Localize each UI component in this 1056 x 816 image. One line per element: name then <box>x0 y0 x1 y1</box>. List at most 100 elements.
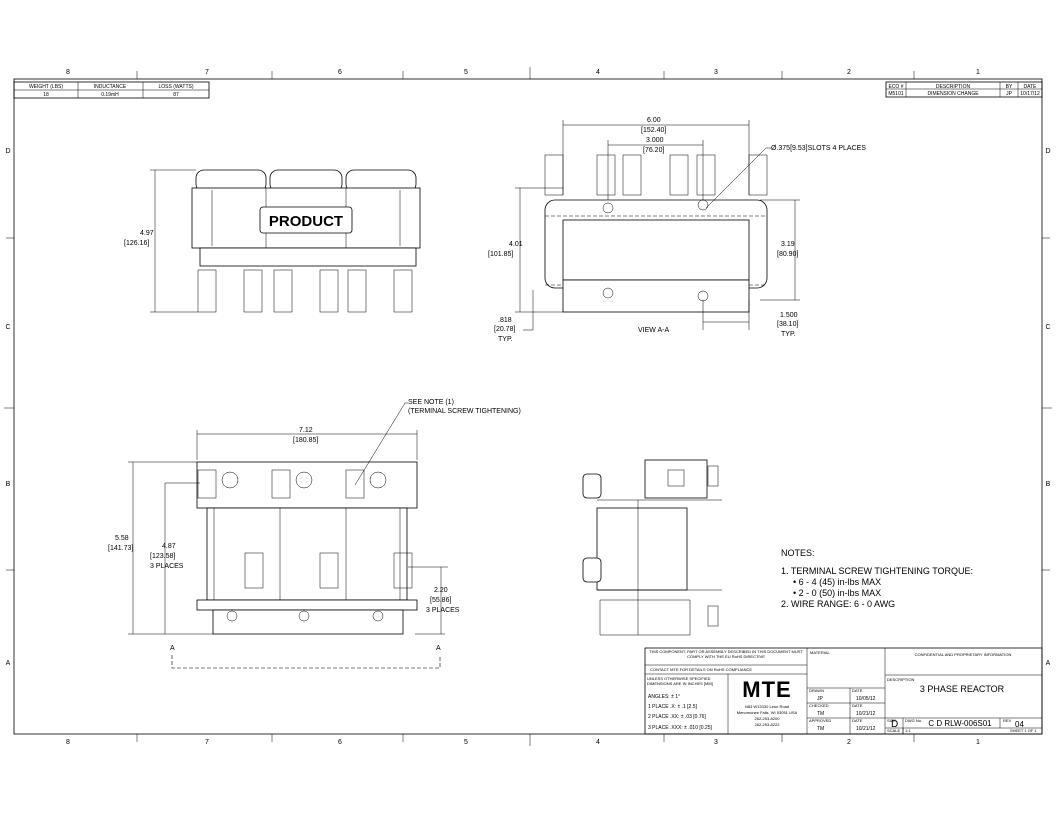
zones-rows-1-text: C <box>5 324 10 331</box>
tolerance-header-box: UNLESS OTHERWISE SPECIFIED DIMENSIONS AR… <box>647 676 713 686</box>
zones-cols-3-text: 5 <box>464 739 468 746</box>
title_block-address-3-text: 262-253-8222 <box>755 722 781 727</box>
title_block-address-2-text: 262-253-8200 <box>755 716 781 721</box>
zones-cols-7-text: 1 <box>976 69 980 76</box>
view_aa-spacing-text: 3.000 <box>646 137 664 144</box>
top_view-low_h_note-text: 3 PLACES <box>426 607 460 614</box>
zones-cols-4-text: 4 <box>596 739 600 746</box>
view_aa-pitch_note-text: TYP. <box>781 331 796 338</box>
zones-cols-1-text: 7 <box>205 69 209 76</box>
title_block-description-text: 3 PHASE REACTOR <box>920 684 1005 694</box>
title_block-dwg_label-text: DWG No. <box>905 718 922 723</box>
revision-headers-3-text: DATE <box>1024 84 1038 90</box>
spec_table-headers-2-text: LOSS (WATTS) <box>159 84 194 90</box>
title_block-checked_date-text: 10/21/12 <box>856 711 876 717</box>
top_view-low_h-text: 2.20 <box>434 587 448 594</box>
mte-logo: MTE <box>742 677 791 702</box>
title_block-approved-text: TM <box>817 726 824 732</box>
front-view: PRODUCT 4.97[126.16] <box>124 169 421 313</box>
zones-rows-0-text: D <box>1045 148 1050 155</box>
front_view-height-text: 4.97 <box>140 230 154 237</box>
zones-cols-6-text: 2 <box>847 69 851 76</box>
view_aa-pitch-text: 1.500 <box>780 312 798 319</box>
revision-row-0-text: M5101 <box>888 91 904 97</box>
revision-row-2-text: JP <box>1006 91 1013 97</box>
title_block-tolerances-2-text: 1 PLACE .X: ± .1 [2.5] <box>648 704 697 710</box>
spec_table-values-1-text: 0.19mH <box>101 92 119 98</box>
zones-rows-3-text: A <box>1046 660 1051 667</box>
side-view <box>582 459 722 636</box>
notes-items-2-text: • 2 - 0 (50) in-lbs MAX <box>793 588 881 598</box>
zones-rows-2-text: B <box>1046 481 1051 488</box>
view_aa-offset-text: .818 <box>498 317 512 324</box>
zones-cols-3-text: 5 <box>464 69 468 76</box>
revision-row-1-text: DIMENSION CHANGE <box>927 91 979 97</box>
top_view-low_h_mm-text: [55.86] <box>430 597 451 604</box>
spec_table-values-2-text: 87 <box>173 92 179 98</box>
title_block-sheet-text: SHEET 1 OF 1 <box>1010 728 1037 733</box>
zones-rows-3-text: A <box>6 660 11 667</box>
revision-row-3-text: 10/17/12 <box>1020 91 1040 97</box>
view_aa-slots-text: Ø.375[9.53]SLOTS 4 PLACES <box>771 145 866 152</box>
revision-headers-2-text: BY <box>1006 84 1013 90</box>
title_block-material_label-text: MATERIAL <box>810 650 830 655</box>
view_aa-slot_height_mm-text: [80.90] <box>777 251 798 258</box>
spec_table-headers-1-text: INDUCTANCE <box>94 84 127 90</box>
drawing-border <box>13 78 1043 735</box>
notes-title-text: NOTES: <box>781 548 815 558</box>
view-a-a: 6.00 [152.40] 3.000 [76.20] Ø.375[9.53]SLO… <box>488 117 866 343</box>
view_aa-height_mm-text: [101.85] <box>488 251 513 258</box>
top_view-term_h-text: 4.87 <box>162 543 176 550</box>
compliance-text: THIS COMPONENT, PART OR ASSEMBLY DESCRIB… <box>649 649 803 659</box>
title_block-approved_date_label-text: DATE <box>852 718 863 723</box>
zones-cols-5-text: 3 <box>714 69 718 76</box>
title_block-size_label-text: SIZE <box>887 718 896 723</box>
view_aa-width-text: 6.00 <box>647 117 661 124</box>
title_block-scale_label-text: SCALE <box>887 728 900 733</box>
top-view: 7.12[180.85] SEE NOTE (1)(TERMINAL SCREW… <box>108 399 521 669</box>
title_block-rev-text: 04 <box>1015 720 1024 729</box>
zones-cols-0-text: 8 <box>66 739 70 746</box>
zones-rows-0-text: D <box>5 148 10 155</box>
title_block-tolerances-3-text: 2 PLACE .XX: ± .03 [0.76] <box>648 714 706 720</box>
view_aa-title-text: VIEW A-A <box>638 327 669 334</box>
top_view-height-text: 5.58 <box>115 535 129 542</box>
view_aa-offset_mm-text: [20.78] <box>494 326 515 333</box>
title_block-description_label-text: DESCRIPTION <box>887 677 914 682</box>
title_block-tolerances-4-text: 3 PLACE .XXX: ± .010 [0.25] <box>648 725 713 731</box>
view_aa-pitch_mm-text: [38.10] <box>777 321 798 328</box>
zones-cols-6-text: 2 <box>847 739 851 746</box>
zones-cols-0-text: 8 <box>66 69 70 76</box>
top_view-note1-text: SEE NOTE (1) <box>408 399 454 406</box>
title_block-rev_label-text: REV <box>1003 718 1012 723</box>
title_block-dwg-text: C D RLW-006S01 <box>928 719 992 728</box>
notes-items-1-text: • 6 - 4 (45) in-lbs MAX <box>793 577 881 587</box>
view_aa-height-text: 4.01 <box>509 241 523 248</box>
zones-cols-4-text: 4 <box>596 69 600 76</box>
notes-items-3-text: 2. WIRE RANGE: 6 - 0 AWG <box>781 599 895 609</box>
top_view-width-text: 7.12 <box>299 427 313 434</box>
zones-cols-1-text: 7 <box>205 739 209 746</box>
top_view-term_h_mm-text: [123.58] <box>150 553 175 560</box>
zones-cols-7-text: 1 <box>976 739 980 746</box>
top_view-term_h_note-text: 3 PLACES <box>150 563 184 570</box>
top_view-height_mm-text: [141.73] <box>108 545 133 552</box>
view_aa-spacing_mm-text: [76.20] <box>643 147 664 154</box>
view_aa-width_mm-text: [152.40] <box>641 127 666 134</box>
top_view-section-text: A <box>170 645 175 652</box>
zones-rows-2-text: B <box>6 481 11 488</box>
notes: NOTES: 1. TERMINAL SCREW TIGHTENING TORQ… <box>781 548 973 609</box>
title_block-size-text: D <box>891 719 898 730</box>
title_block-approved_date-text: 10/21/12 <box>856 726 876 732</box>
top_view-section-text: A <box>436 645 441 652</box>
zones-cols-2-text: 6 <box>338 739 342 746</box>
view_aa-slot_height-text: 3.19 <box>781 241 795 248</box>
view_aa-offset_note-text: TYP. <box>498 336 513 343</box>
revision-headers-1-text: DESCRIPTION <box>936 84 971 90</box>
title_block-checked_date_label-text: DATE <box>852 703 863 708</box>
title_block-contact-text: CONTACT MTE FOR DETAILS ON RoHS COMPLIAN… <box>650 667 752 672</box>
title_block-drawn-text: JP <box>817 696 824 702</box>
